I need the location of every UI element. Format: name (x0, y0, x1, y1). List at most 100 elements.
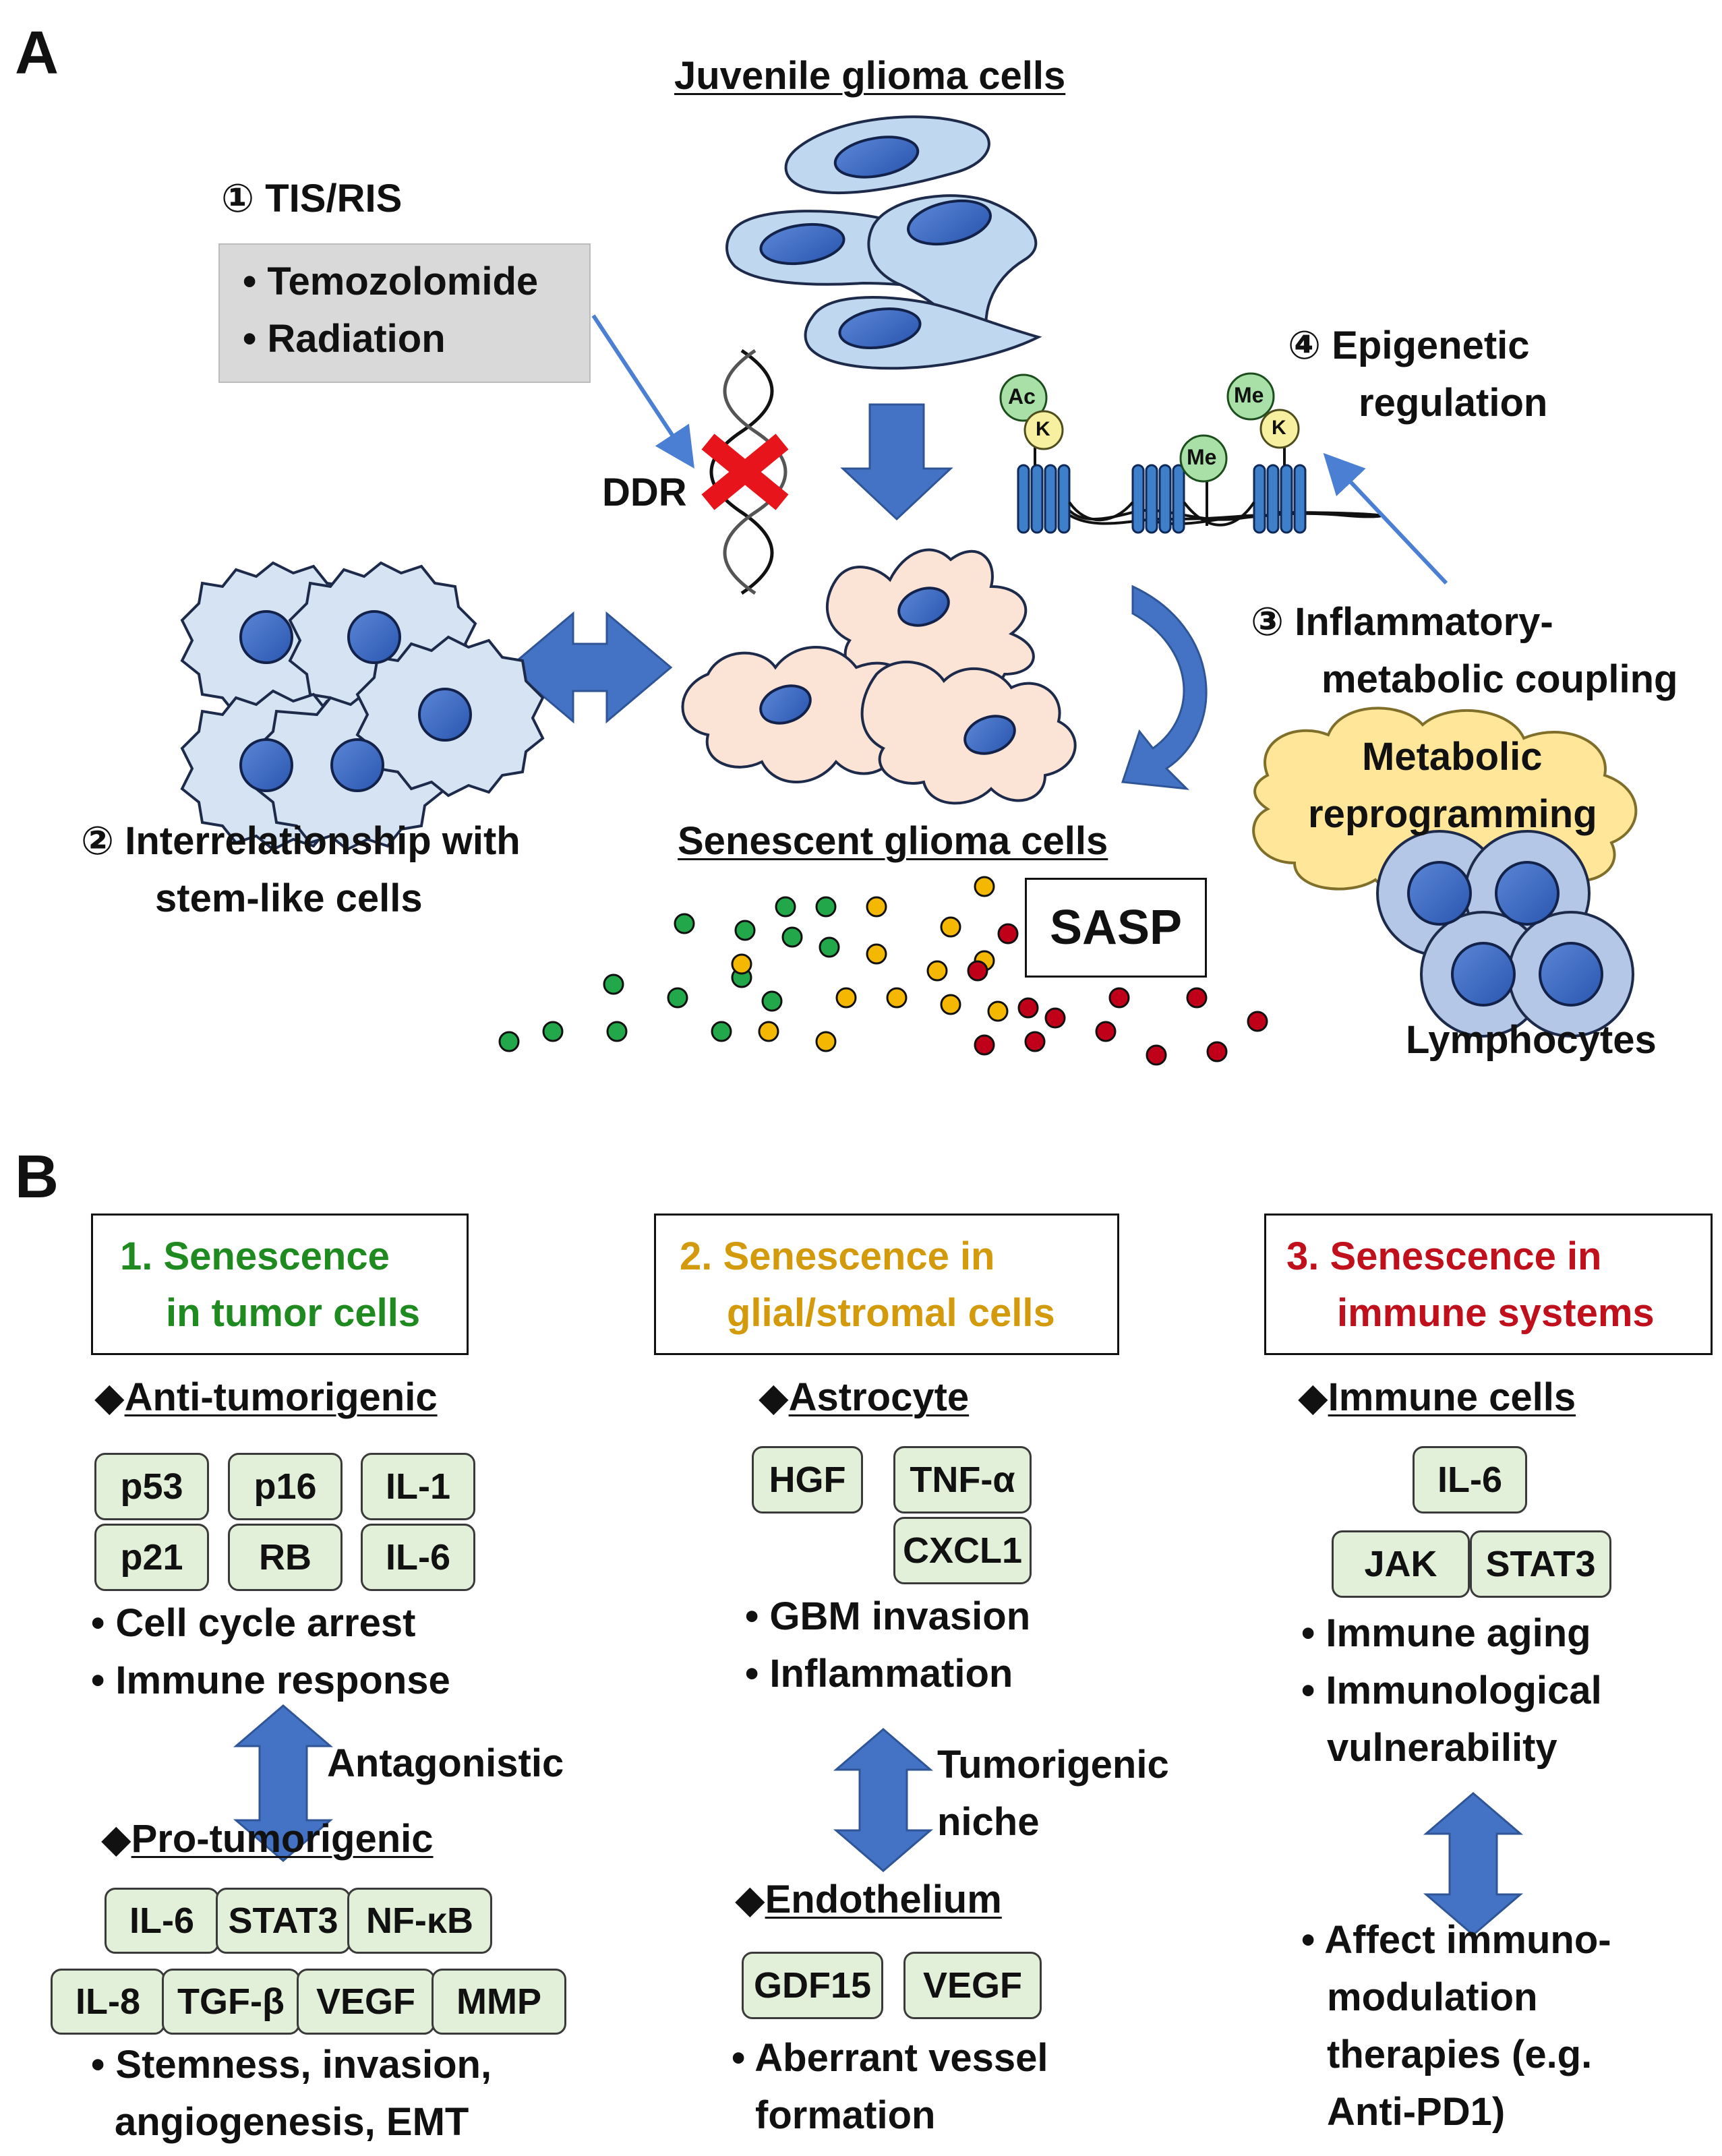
stem-like-line2: stem-like cells (155, 876, 423, 920)
col3-title-box: 3. Senescence in immune systems (1264, 1214, 1713, 1355)
senescent-glioma-cells (681, 548, 1077, 805)
chip-p16: p16 (228, 1453, 343, 1520)
chip-pro-il8: IL-8 (51, 1969, 165, 2035)
affect-line3: therapies (e.g. (1327, 2033, 1593, 2076)
pro-tumorigenic-header: ◆Pro-tumorigenic (101, 1817, 434, 1861)
chip-pro-il6: IL-6 (105, 1888, 219, 1954)
antagonistic-arrow-icon (233, 1704, 334, 1862)
sasp-dots (498, 876, 1268, 1066)
pro-bullet-2: angiogenesis, EMT (115, 2100, 469, 2144)
col2-title-line1: 2. Senescence in (680, 1234, 995, 1278)
immune-cells-header: ◆Immune cells (1298, 1375, 1576, 1419)
chip-pro-tgfb: TGF-β (162, 1969, 300, 2035)
lymphocytes (1376, 830, 1634, 1038)
affect-line4: Anti-PD1) (1327, 2090, 1506, 2134)
me-mark-label: Me (1187, 445, 1217, 469)
tis-item-temozolomide: • Temozolomide (243, 260, 539, 303)
anti-tumorigenic-header: ◆Anti-tumorigenic (94, 1375, 438, 1419)
col2-title-line2: glial/stromal cells (727, 1291, 1055, 1335)
chip-pro-mmp: MMP (432, 1969, 566, 2035)
immune-arrow-icon (1423, 1792, 1524, 1936)
k-mark-label-2: K (1272, 417, 1286, 439)
chip-rb: RB (228, 1524, 343, 1591)
lymphocytes-label: Lymphocytes (1406, 1018, 1657, 1062)
sasp-box: SASP (1025, 878, 1207, 978)
col1-title-box: 1. Senescence in tumor cells (91, 1214, 469, 1355)
col2-title-box: 2. Senescence in glial/stromal cells (654, 1214, 1119, 1355)
chip-pro-vegf: VEGF (297, 1969, 435, 2035)
niche-line1: Tumorigenic (937, 1743, 1169, 1787)
col1-title-line2: in tumor cells (166, 1291, 421, 1335)
anti-bullet-2: • Immune response (91, 1658, 450, 1702)
chip-cxcl1: CXCL1 (893, 1517, 1032, 1584)
k-mark-label: K (1036, 418, 1050, 440)
metabolic-line2: reprogramming (1308, 792, 1597, 836)
affect-line2: modulation (1327, 1975, 1538, 2019)
col3-title-line1: 3. Senescence in (1286, 1234, 1602, 1278)
astro-bullet-2: • Inflammation (745, 1652, 1013, 1696)
antagonistic-label: Antagonistic (327, 1741, 564, 1785)
chip-gdf15: GDF15 (742, 1952, 883, 2019)
ac-mark-icon (999, 373, 1048, 422)
immune-bullet-2: • Immunological (1301, 1669, 1602, 1712)
chip-pro-stat3: STAT3 (216, 1888, 351, 1954)
endo-bullet-2: formation (755, 2093, 936, 2137)
chip-pro-nfkb: NF-κB (347, 1888, 492, 1954)
anti-bullet-1: • Cell cycle arrest (91, 1601, 416, 1645)
inflammatory-line1: ③ Inflammatory- (1251, 600, 1553, 644)
epigenetic-line2: regulation (1359, 381, 1548, 425)
panel-a-letter: A (15, 20, 59, 87)
tis-items-box (218, 243, 591, 383)
juvenile-cells-label: Juvenile glioma cells (674, 54, 1066, 98)
pro-bullet-1: • Stemness, invasion, (91, 2043, 492, 2087)
endo-bullet-1: • Aberrant vessel (732, 2036, 1048, 2080)
panel-b-letter: B (15, 1143, 59, 1211)
chip-il1: IL-1 (361, 1453, 475, 1520)
epigenetic-line1: ④ Epigenetic (1288, 324, 1530, 367)
stem-like-line1: ② Interrelationship with (81, 819, 521, 863)
ac-mark-label: Ac (1008, 384, 1036, 409)
chip-hgf: HGF (752, 1446, 863, 1514)
chip-jak: JAK (1332, 1530, 1470, 1598)
inflammatory-line2: metabolic coupling (1322, 657, 1678, 701)
k-mark-icon (1023, 410, 1064, 450)
col3-title-line2: immune systems (1337, 1291, 1655, 1335)
tumorigenic-niche-arrow-icon (833, 1728, 934, 1872)
chip-p21: p21 (94, 1524, 209, 1591)
immune-bullet-1: • Immune aging (1301, 1611, 1591, 1655)
dna-helix-icon (709, 349, 788, 595)
immune-bullet-2b: vulnerability (1327, 1726, 1557, 1770)
coupling-to-epigenetic-arrow (1323, 452, 1448, 585)
senescent-cells-label: Senescent glioma cells (678, 819, 1108, 863)
chromatin-nucleosomes (999, 372, 1382, 534)
tis-item-radiation: • Radiation (243, 317, 446, 361)
chip-p53: p53 (94, 1453, 209, 1520)
chip-immune-stat3: STAT3 (1470, 1530, 1611, 1598)
curved-arrow-icon (1121, 585, 1208, 790)
chip-il6: IL-6 (361, 1524, 475, 1591)
affect-line1: • Affect immuno- (1301, 1918, 1611, 1962)
tis-to-ddr-arrow (591, 314, 694, 469)
down-arrow-icon (840, 403, 953, 521)
me-mark-icon (1226, 372, 1275, 421)
double-arrow-icon (507, 611, 673, 724)
tis-ris-label: ① TIS/RIS (221, 177, 403, 220)
red-x-icon (701, 433, 789, 510)
endothelium-header: ◆Endothelium (735, 1878, 1002, 1921)
astrocyte-header: ◆Astrocyte (759, 1375, 970, 1419)
me-mark-icon (1179, 434, 1228, 483)
chip-immune-il6: IL-6 (1413, 1446, 1527, 1514)
juvenile-glioma-cells (725, 115, 1042, 370)
chip-tnfa: TNF-α (893, 1446, 1032, 1514)
astro-bullet-1: • GBM invasion (745, 1594, 1031, 1638)
metabolic-line1: Metabolic (1362, 735, 1543, 779)
sasp-label: SASP (1049, 900, 1183, 955)
me-mark-label-2: Me (1234, 383, 1264, 407)
niche-line2: niche (937, 1800, 1040, 1844)
k-mark-icon (1259, 409, 1300, 449)
ddr-label: DDR (602, 471, 687, 514)
col1-title-line1: 1. Senescence (120, 1234, 390, 1278)
chip-endo-vegf: VEGF (903, 1952, 1042, 2019)
stem-like-cells (180, 561, 545, 851)
